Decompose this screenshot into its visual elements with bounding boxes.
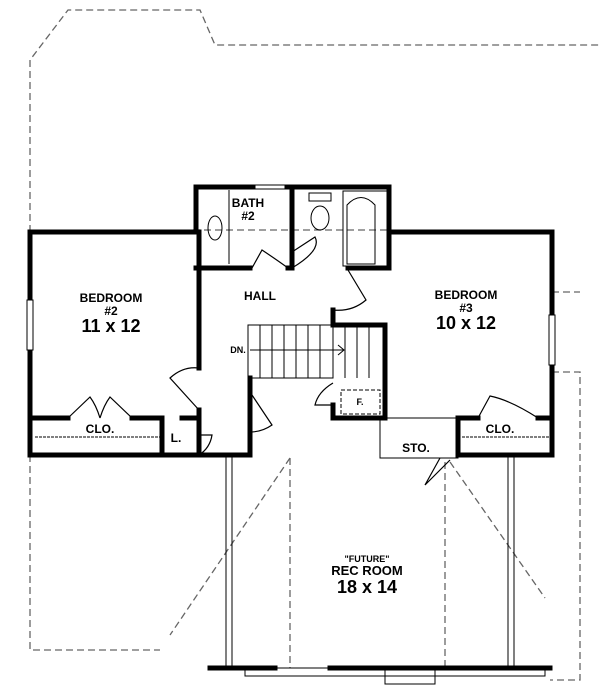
- bathtub: [346, 197, 376, 265]
- room-label-bedroom-3: BEDROOM #3 10 x 12: [435, 289, 498, 333]
- bath-number: #2: [241, 208, 255, 223]
- room-label-hall: HALL: [244, 289, 276, 303]
- linen-label: L.: [170, 431, 182, 445]
- sink: [207, 215, 223, 241]
- bedroom2-size: 11 x 12: [81, 316, 141, 337]
- rec-room-note: "FUTURE": [344, 554, 390, 564]
- furnace-box: [340, 389, 381, 415]
- room-label-bath-2: BATH #2: [232, 197, 264, 222]
- bedroom3-size: 10 x 12: [435, 313, 497, 334]
- closet-right-label: CLO.: [485, 422, 515, 436]
- stair-treads: [259, 325, 370, 378]
- bedroom2-name: BEDROOM: [79, 291, 143, 305]
- room-label-bedroom-2: BEDROOM #2 11 x 12: [80, 292, 143, 336]
- bedroom3-name: BEDROOM: [434, 288, 498, 302]
- bath-name: BATH: [231, 196, 265, 210]
- storage-label: STO.: [402, 441, 430, 455]
- rec-room-name: REC ROOM: [331, 563, 403, 579]
- bedroom3-number: #3: [459, 300, 473, 315]
- rec-room-size: 18 x 14: [336, 577, 398, 598]
- closet-left-label: CLO.: [85, 422, 115, 436]
- roof-outline: [29, 9, 600, 681]
- furnace-label: F.: [356, 397, 364, 407]
- stairs-down-label: DN.: [230, 345, 246, 355]
- fixtures: [26, 184, 556, 685]
- toilet: [310, 205, 330, 231]
- doors: [67, 236, 539, 486]
- room-label-rec-room: "FUTURE" REC ROOM 18 x 14: [331, 554, 403, 598]
- bedroom2-number: #2: [104, 303, 118, 318]
- toilet-tank: [308, 192, 332, 202]
